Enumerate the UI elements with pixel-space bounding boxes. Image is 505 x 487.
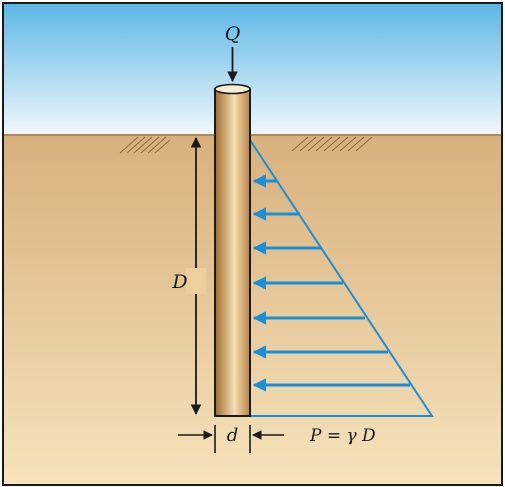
pile-body xyxy=(214,88,251,417)
ground-hatch-icon xyxy=(119,136,373,154)
soil-panel xyxy=(3,135,502,484)
pressure-label: P = γ D xyxy=(309,426,376,446)
left-arrow-icon xyxy=(252,174,410,392)
diameter-label: d xyxy=(227,425,239,446)
pile-top xyxy=(214,83,251,95)
depth-dimension xyxy=(186,136,206,416)
pile xyxy=(214,83,251,417)
load-label: Q xyxy=(225,23,241,45)
diameter-dimension xyxy=(178,425,284,453)
sky-panel xyxy=(3,3,502,135)
depth-label: D xyxy=(171,271,187,293)
